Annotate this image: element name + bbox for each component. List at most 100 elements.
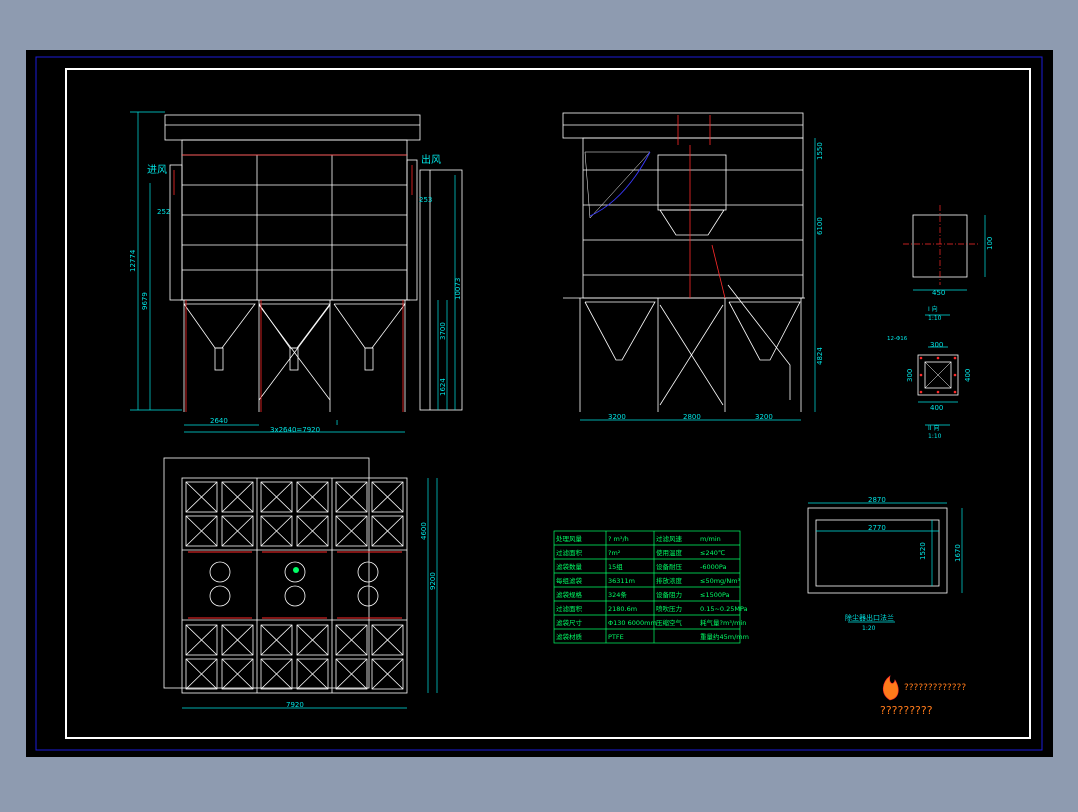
spec-table-cell: 滤袋数量 <box>556 562 583 571</box>
dim-side-right: 3200 <box>755 413 773 421</box>
side-view-hatch <box>584 151 651 219</box>
filter-bag-cell <box>221 481 254 513</box>
spec-table-cell: 2180.6m <box>608 605 637 613</box>
spec-table-cell: 324条 <box>608 590 627 599</box>
filter-bag-cross <box>335 624 368 656</box>
filter-bag-cross <box>371 481 404 513</box>
detail-b-top: 300 <box>930 341 943 349</box>
filter-bag-cell <box>260 624 293 656</box>
logo: ????????????? ????????? <box>880 675 966 717</box>
filter-bag-cell <box>260 658 293 690</box>
spec-table-cell: 处理风量 <box>556 534 583 543</box>
dim-side-center: 2800 <box>683 413 701 421</box>
side-view-dimension-text: 1550 6100 4824 3200 2800 3200 <box>608 142 824 421</box>
spec-table-cell: 36311m <box>608 577 635 585</box>
spec-table-cell: ≤50mg/Nm³ <box>700 577 741 585</box>
filter-bag-cell <box>221 658 254 690</box>
dim-side-lower: 4824 <box>816 347 824 365</box>
detail-b-label: II 向 <box>928 424 939 432</box>
drawing-sheet-background <box>26 50 1053 757</box>
spec-table-cell: m/min <box>700 535 721 543</box>
side-view-dimensions <box>580 138 816 421</box>
filter-bag-cell <box>221 624 254 656</box>
logo-site-text: ????????? <box>880 704 933 717</box>
dim-total-height: 12774 <box>129 249 137 272</box>
dim-right-outlet: 253 <box>419 196 432 204</box>
spec-table-cell: -6000Pa <box>700 563 727 571</box>
filter-bag-cross <box>296 658 329 690</box>
spec-table-cell: 滤袋材质 <box>556 632 583 641</box>
spec-table-cell: 喷吹压力 <box>656 604 682 613</box>
filter-bag-cross <box>185 515 218 547</box>
detail-a-height: 100 <box>986 237 994 250</box>
filter-bag-cell <box>260 481 293 513</box>
detail-a: 100 450 I 向 1:10 <box>903 205 994 322</box>
plan-view-dimensions <box>182 478 438 709</box>
filter-bag-cross <box>335 515 368 547</box>
outlet-scale: 1:20 <box>862 625 876 632</box>
plan-view-green-marker <box>293 567 299 573</box>
spec-table-cell: 重量约45m/mm <box>700 632 749 641</box>
filter-bag-cell <box>335 624 368 656</box>
spec-table-cell: 15组 <box>608 562 623 571</box>
outlet-inner-height: 1520 <box>919 542 927 560</box>
spec-table-cell: ? m³/h <box>608 535 629 543</box>
side-view-red-lines <box>677 115 726 299</box>
spec-table-cell: 使用温度 <box>656 548 683 557</box>
filter-bag-cross <box>371 624 404 656</box>
filter-bag-cross <box>221 481 254 513</box>
filter-bag-cross <box>260 481 293 513</box>
filter-bag-cell <box>185 624 218 656</box>
filter-bag-cell <box>371 658 404 690</box>
filter-bag-cell <box>371 481 404 513</box>
filter-bag-cell <box>296 658 329 690</box>
filter-bag-cross <box>260 658 293 690</box>
filter-bag-cell <box>221 515 254 547</box>
dim-left-inlet: 252 <box>157 208 170 216</box>
dim-bay: 2640 <box>210 417 228 425</box>
spec-table-cell: ≤240℃ <box>700 549 725 557</box>
dim-hopper: 3700 <box>439 322 447 340</box>
filter-bag-cross <box>335 481 368 513</box>
dim-right-height: 10073 <box>454 278 462 300</box>
plan-view <box>163 457 408 694</box>
front-view-dimension-text: 进风 出风 252 253 12774 9679 10073 3700 1624… <box>129 153 462 434</box>
spec-table-cell: 设备耐压 <box>656 562 683 571</box>
spec-table-cell: 排放浓度 <box>656 576 683 585</box>
spec-table-cell: 滤袋尺寸 <box>556 618 583 627</box>
section-mark: I <box>336 419 338 427</box>
filter-bag-cell <box>185 658 218 690</box>
detail-b-right: 400 <box>964 369 972 382</box>
spec-table-cell: 每组滤袋 <box>556 576 583 585</box>
dim-side-top: 1550 <box>816 142 824 160</box>
filter-bag-cross <box>296 515 329 547</box>
filter-bag-cross <box>296 481 329 513</box>
inlet-label: 进风 <box>147 164 167 176</box>
spec-table-cell: 0.15~0.25MPa <box>700 605 748 613</box>
detail-b-left: 300 <box>906 369 914 382</box>
side-view-blue-hatch <box>589 151 651 217</box>
plan-view-red-bars <box>188 551 402 619</box>
detail-b: 12-Φ16 300 300 400 400 II 向 1:10 <box>887 336 972 440</box>
inner-frame <box>65 68 1031 739</box>
dim-side-left: 3200 <box>608 413 626 421</box>
dim-body-height: 9679 <box>141 292 149 310</box>
outer-frame <box>35 56 1043 751</box>
spec-table-cell: 过滤面积 <box>556 548 583 557</box>
filter-bag-cross <box>260 624 293 656</box>
spec-table-cell: ?m² <box>608 549 621 557</box>
filter-bag-cell <box>296 481 329 513</box>
dim-total-width: 3x2640=7920 <box>270 426 320 434</box>
spec-table-cell: 压缩空气 <box>656 618 683 627</box>
filter-bag-cell <box>185 481 218 513</box>
filter-bag-cross <box>221 624 254 656</box>
filter-bag-cross <box>185 624 218 656</box>
outlet-inner-width: 2770 <box>868 524 886 532</box>
detail-a-scale: 1:10 <box>928 315 942 322</box>
filter-bag-cross <box>260 515 293 547</box>
flame-icon <box>882 675 899 701</box>
filter-bag-cell <box>296 624 329 656</box>
dim-side-mid: 6100 <box>816 217 824 235</box>
filter-bag-cross <box>335 658 368 690</box>
